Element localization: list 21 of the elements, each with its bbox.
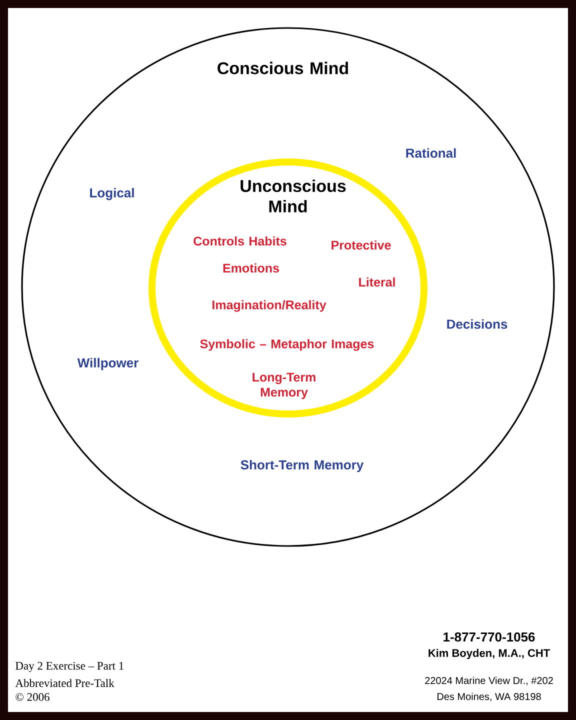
contact-text: Kim Boyden, M.A., CHT <box>428 648 550 660</box>
footer-note: Day 2 Exercise – Part 1 <box>16 662 124 672</box>
trait-label: Literal <box>359 277 395 287</box>
contact-text: 1-877-770-1056 <box>444 632 535 642</box>
trait-label: Emotions <box>223 263 279 273</box>
trait-label: Symbolic – Metaphor Images <box>200 339 374 351</box>
trait-label: Short-Term Memory <box>240 460 364 472</box>
trait-label: Decisions <box>447 319 508 329</box>
footer-note: Abbreviated Pre-Talk <box>15 678 114 688</box>
address-text: Des Moines, WA 98198 <box>437 692 541 702</box>
trait-label: Long-Term Memory <box>252 372 316 400</box>
trait-label: Willpower <box>77 358 138 370</box>
trait-label: Rational <box>406 148 456 158</box>
circle-title: Unconscious Mind <box>240 180 346 212</box>
trait-label: Imagination/Reality <box>212 300 326 312</box>
circle-title: Conscious Mind <box>218 62 348 74</box>
trait-label: Protective <box>332 240 391 250</box>
trait-label: Logical <box>90 188 134 200</box>
footer-note: © 2006 <box>16 693 50 701</box>
trait-label: Controls Habits <box>194 236 286 246</box>
address-text: 22024 Marine View Dr., #202 <box>425 676 553 686</box>
